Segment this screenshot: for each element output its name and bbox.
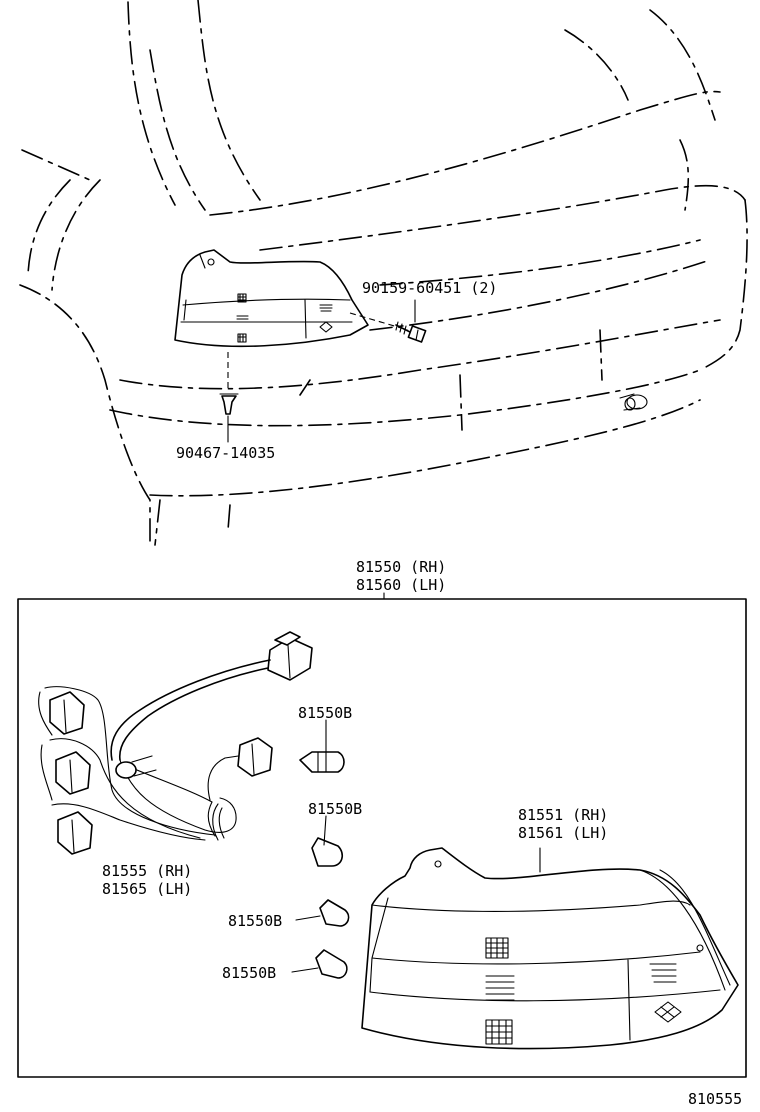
socket-lh-number: 81565 (LH) <box>102 880 192 898</box>
bulb-socket-icon <box>49 691 273 855</box>
bulb-label-3: 81550B <box>228 912 282 930</box>
clip-icon <box>219 393 239 415</box>
clip-part-number: 90467-14035 <box>176 444 275 462</box>
assembly-frame <box>17 598 747 1078</box>
socket-wire-harness <box>38 631 313 855</box>
vehicle-rear-view <box>19 0 748 546</box>
lamp-assy-lh-number: 81560 (LH) <box>356 576 446 594</box>
screw-part-number: 90159-60451 (2) <box>362 279 497 297</box>
bulb-label-1: 81550B <box>298 704 352 722</box>
lens-marking-icon <box>236 293 333 343</box>
tail-lamp-installed <box>174 249 427 443</box>
screw-icon <box>395 321 427 343</box>
bulb-label-4: 81550B <box>222 964 276 982</box>
bulb-icons <box>291 719 350 979</box>
connector-icon <box>267 631 313 681</box>
lens-marking-icon <box>485 937 682 1045</box>
diagram-number: 810555 <box>688 1090 742 1108</box>
lamp-assy-rh-number: 81550 (RH) <box>356 558 446 576</box>
lens-lh-number: 81561 (LH) <box>518 824 608 842</box>
lens-rh-number: 81551 (RH) <box>518 806 608 824</box>
bulb-label-2: 81550B <box>308 800 362 818</box>
socket-rh-number: 81555 (RH) <box>102 862 192 880</box>
lens-large <box>361 847 739 1050</box>
